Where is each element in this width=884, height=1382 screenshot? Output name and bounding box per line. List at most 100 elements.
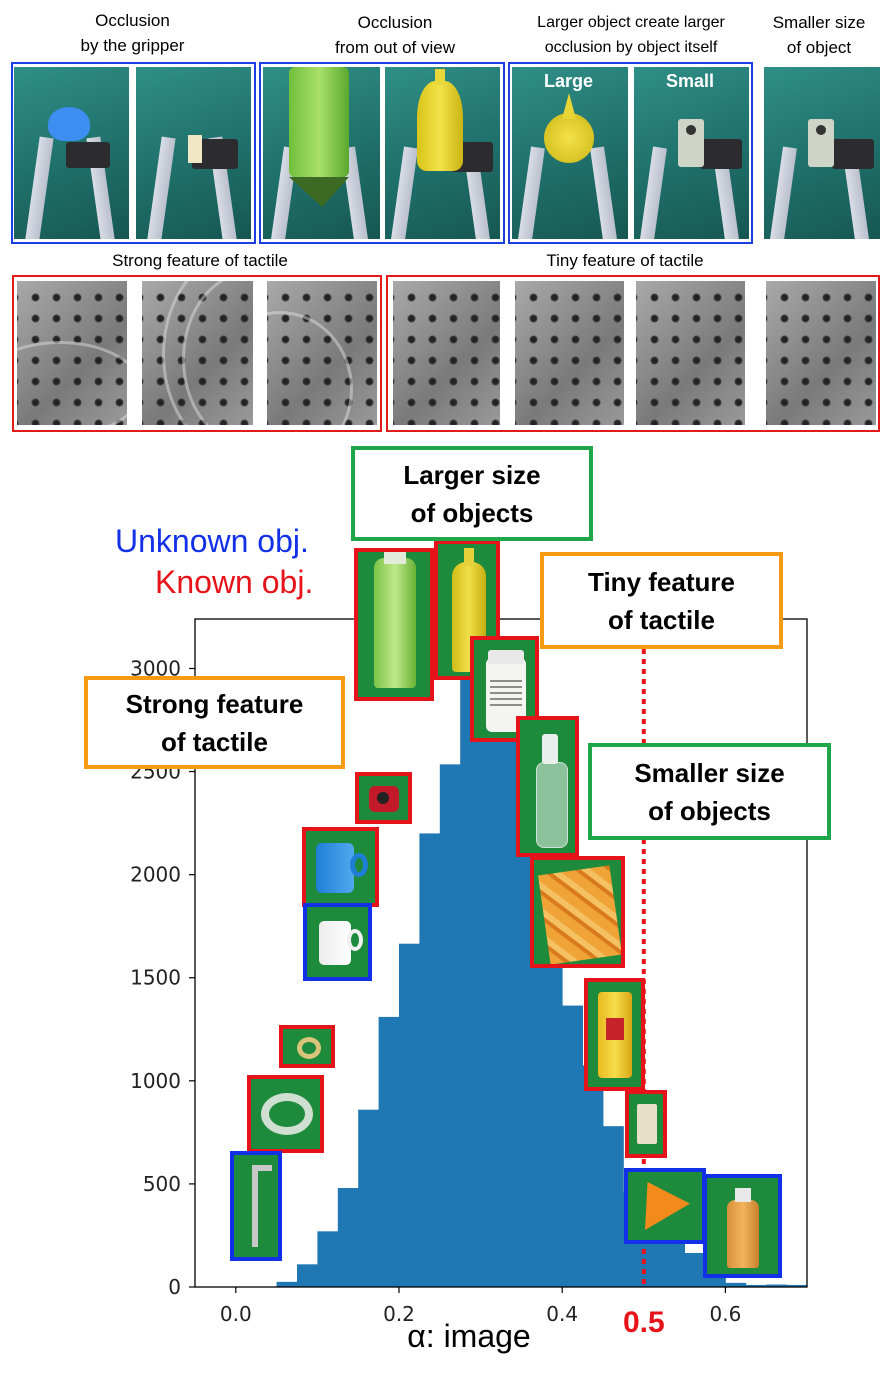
caption-tiny-feature: Tiny feature of tactile [546, 251, 704, 270]
callout-tiny-feature: Tiny feature of tactile [540, 552, 783, 649]
allen-key-icon [252, 1165, 258, 1247]
y-tick-label: 2000 [130, 863, 181, 887]
thumb-allen-key [230, 1151, 282, 1261]
histogram-bar [297, 1264, 318, 1287]
group-box-occlusion-gripper [11, 62, 256, 244]
x-tick-label: 0.2 [383, 1302, 415, 1326]
histogram-bar [460, 658, 481, 1287]
x-tick-label: 0.4 [546, 1302, 578, 1326]
x-tick-label: 0.6 [709, 1302, 741, 1326]
y-tick-label: 1000 [130, 1069, 181, 1093]
tactile-tiny-4 [766, 281, 876, 425]
x-tick-label: 0.0 [220, 1302, 252, 1326]
tactile-tiny-2 [515, 281, 624, 425]
tape-roll-icon [261, 1093, 313, 1135]
x-axis-label: α: image [407, 1318, 530, 1354]
thumb-snack-can [584, 978, 645, 1091]
histogram-bar [378, 1016, 400, 1287]
histogram-bar [399, 943, 420, 1287]
caption-smaller-size: Smaller size of object [772, 13, 866, 57]
caption-strong-feature: Strong feature of tactile [112, 251, 288, 270]
histogram-bar [358, 1109, 379, 1287]
legend-unknown: Unknown obj. [115, 523, 309, 559]
histogram-bar [317, 1231, 339, 1287]
histogram-bars [276, 637, 808, 1287]
x-axis-ticks: 0.0 0.2 0.4 0.6 [220, 1287, 741, 1326]
histogram-bar [439, 764, 461, 1287]
caption-occlusion-view: Occlusion from out of view [335, 13, 455, 57]
mug-icon [316, 843, 354, 893]
tape-roll-icon [297, 1037, 321, 1059]
photo-view-2 [385, 67, 500, 239]
caption-occlusion-gripper: Occlusion by the gripper [80, 11, 185, 55]
histogram-bar [766, 1284, 787, 1287]
thumb-white-mug [303, 903, 372, 981]
thumb-green-tea-bottle [354, 548, 434, 701]
histogram-bar [684, 1252, 706, 1287]
photo-gripper-2 [136, 67, 251, 239]
caption-larger-object: Larger object create larger occlusion by… [537, 14, 725, 56]
box-icon [637, 1104, 657, 1144]
drink-bottle-icon [727, 1200, 759, 1268]
photo-small-object: Small [634, 67, 749, 239]
green-tea-icon [289, 67, 349, 177]
tactile-tiny-1 [393, 281, 500, 425]
photo-view-1 [263, 67, 380, 239]
histogram-bar [480, 637, 502, 1287]
photo-smaller-size [764, 67, 880, 239]
y-tick-label: 0 [168, 1275, 181, 1299]
thumb-small-drink [703, 1174, 782, 1278]
blue-funnel-icon [48, 107, 90, 141]
axes-frame [194, 618, 808, 1288]
histogram-bar [501, 739, 522, 1287]
snack-box-icon [538, 865, 621, 964]
photo-large-object: Large [512, 67, 628, 239]
threshold-label: 0.5 [623, 1306, 665, 1339]
spray-bottle-icon [536, 762, 568, 848]
large-label: Large [544, 71, 594, 91]
histogram-bar [582, 1065, 604, 1287]
histogram-bar [276, 1281, 298, 1287]
histogram-bar [786, 1284, 808, 1287]
histogram-bar [562, 1005, 583, 1287]
tactile-strong-3 [267, 281, 377, 425]
y-tick-label: 500 [143, 1172, 181, 1196]
histogram-bar [541, 915, 563, 1287]
tactile-strong-2 [142, 281, 253, 425]
thumb-tape-measure [355, 772, 412, 824]
mustard-top-icon [544, 113, 594, 163]
small-object-icon [188, 135, 202, 163]
callout-strong-feature: Strong feature of tactile [84, 676, 345, 769]
histogram-bar [603, 1126, 624, 1287]
group-box-occlusion-view [259, 62, 505, 244]
histogram-bar [419, 833, 441, 1287]
group-box-tiny-tactile [386, 275, 880, 432]
photo-gripper-1 [14, 67, 129, 239]
thumb-snack-box [530, 856, 625, 968]
thumb-large-tape [247, 1075, 324, 1153]
thumb-small-box [625, 1090, 667, 1158]
thumb-blue-mug [302, 827, 379, 907]
y-tick-label: 1500 [130, 966, 181, 990]
triangle-case-icon [645, 1182, 690, 1230]
tactile-strong-1 [17, 281, 127, 425]
small-label: Small [666, 71, 715, 91]
callout-larger-size: Larger size of objects [351, 446, 593, 541]
histogram-bar [725, 1282, 747, 1287]
thumb-small-tape [279, 1025, 335, 1068]
group-box-strong-tactile [12, 275, 382, 432]
histogram-bar [705, 1276, 726, 1287]
mustard-icon [417, 81, 463, 171]
callout-smaller-size: Smaller size of objects [588, 743, 831, 840]
thumb-orange-triangle [624, 1168, 706, 1244]
histogram-bar [745, 1284, 767, 1287]
thumb-spray-bottle [516, 716, 579, 857]
group-box-larger-object [508, 62, 753, 244]
tactile-tiny-3 [636, 281, 745, 425]
mug-icon [319, 921, 351, 965]
histogram-bar [337, 1188, 359, 1287]
legend-known: Known obj. [155, 564, 314, 600]
green-bottle-icon [374, 558, 416, 688]
